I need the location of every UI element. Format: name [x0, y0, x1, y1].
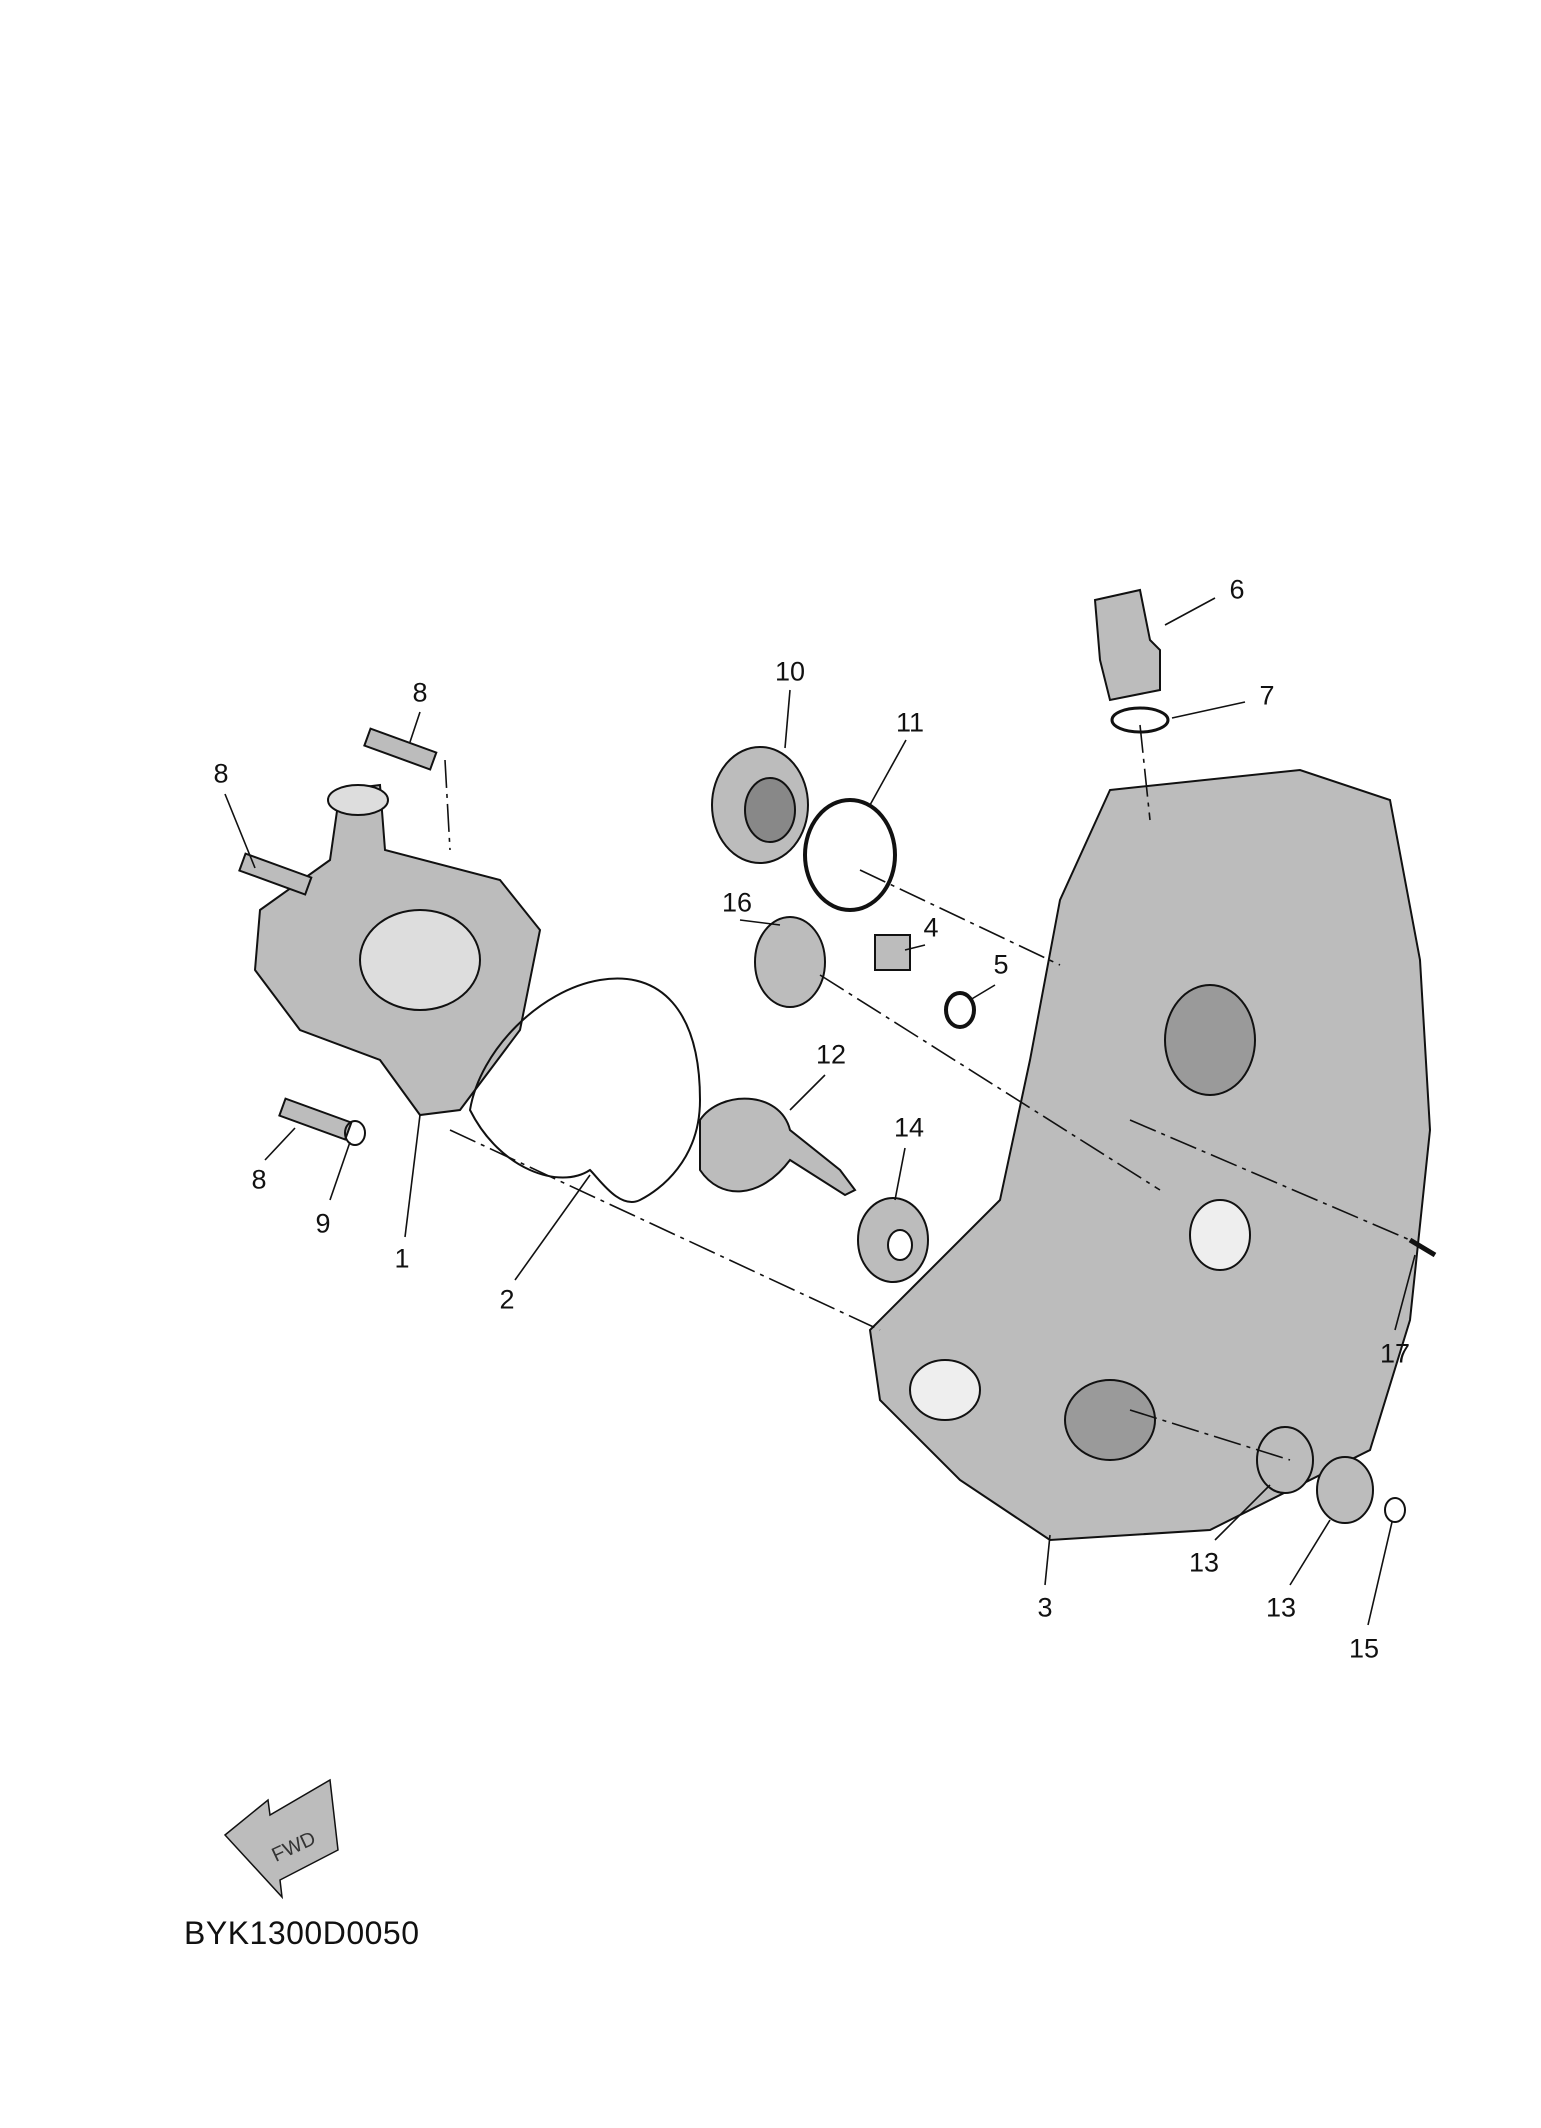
diagram-code: BYK1300D0050 [184, 1915, 420, 1951]
bolt-part-8-top [363, 727, 438, 771]
circlip-part-15 [1384, 1497, 1406, 1523]
callout-8-top: 8 [412, 677, 428, 708]
pump-cover-inlet [327, 784, 389, 816]
callout-16: 16 [721, 887, 753, 918]
callout-12: 12 [815, 1039, 847, 1070]
callout-11: 11 [895, 707, 925, 738]
callout-4: 4 [923, 912, 939, 943]
callout-8-left: 8 [213, 758, 229, 789]
callout-10: 10 [774, 656, 806, 687]
fwd-arrow-icon: FWD [223, 1778, 339, 1900]
pump-cover-bowl [359, 909, 481, 1011]
washer-part-5 [944, 991, 976, 1029]
cover-bore [1164, 984, 1256, 1096]
impeller-part-12 [699, 1097, 857, 1197]
o-ring-part-11 [803, 798, 897, 912]
callout-15: 15 [1348, 1633, 1380, 1664]
callout-5: 5 [993, 949, 1009, 980]
callout-9: 9 [315, 1208, 331, 1239]
pin-part-17 [1408, 1237, 1437, 1258]
cover-hole-mid [1189, 1199, 1251, 1271]
bearing-part-13a [1256, 1426, 1314, 1494]
callout-1: 1 [394, 1243, 410, 1274]
bolt-part-4 [874, 934, 911, 971]
callout-17: 17 [1379, 1338, 1411, 1369]
bolt-part-8-bottom [278, 1097, 353, 1141]
callout-8-bottom: 8 [251, 1164, 267, 1195]
callout-14: 14 [893, 1112, 925, 1143]
cover-bore-lower [1064, 1379, 1156, 1461]
bearing-part-13b [1316, 1456, 1374, 1524]
callout-2: 2 [499, 1284, 515, 1315]
callout-7: 7 [1259, 680, 1275, 711]
plug-part-6 [1093, 588, 1161, 702]
callout-13-a: 13 [1188, 1547, 1220, 1578]
callout-13-b: 13 [1265, 1592, 1297, 1623]
bolt-part-8-left [238, 852, 313, 896]
washer-part-9 [344, 1120, 366, 1146]
seal-part-16 [754, 916, 826, 1008]
cover-hole [909, 1359, 981, 1421]
gasket-part-2 [468, 977, 702, 1203]
callout-6: 6 [1229, 574, 1245, 605]
callout-3: 3 [1037, 1592, 1053, 1623]
